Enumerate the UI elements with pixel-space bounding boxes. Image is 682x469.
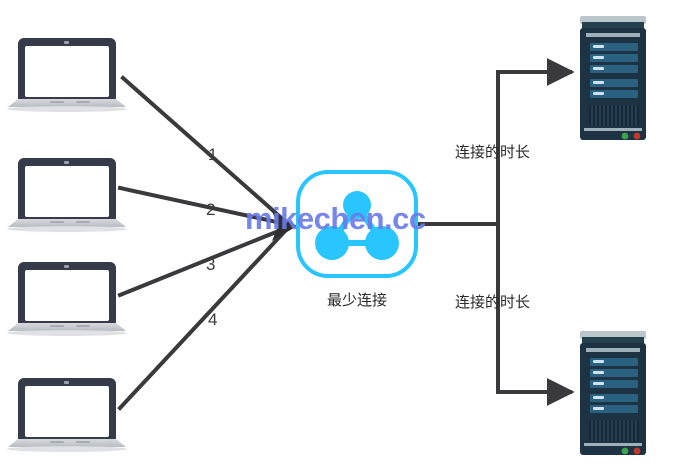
client-laptop-2 (7, 158, 127, 232)
server-bottom[interactable] (580, 331, 646, 455)
link-label-bottom: 连接的时长 (455, 294, 530, 311)
server-routing (418, 58, 575, 406)
edge-line-1 (120, 75, 289, 225)
edge-number-2: 2 (206, 200, 215, 219)
converge-arrow-icon (272, 211, 297, 241)
server-drive-bays (590, 43, 638, 98)
server-vents-icon (589, 420, 639, 441)
edge-number-4: 4 (208, 310, 217, 329)
balancer-label: 最少连接 (327, 292, 387, 309)
client-laptop-3 (7, 262, 127, 336)
edge-number-1: 1 (208, 145, 217, 164)
network-share-icon (315, 191, 399, 260)
watermark: mikechen.cc (245, 201, 426, 236)
edge-line-2 (117, 185, 289, 227)
server-led-red-icon (633, 447, 641, 455)
load-balancer-node[interactable] (296, 170, 418, 278)
client-edges (117, 75, 289, 411)
edge-line-3 (117, 225, 289, 298)
server-drive-bays (590, 358, 638, 413)
link-label-top: 连接的时长 (455, 144, 530, 161)
server-top[interactable] (580, 16, 646, 140)
client-laptop-4 (7, 378, 127, 452)
server-led-green-icon (621, 132, 629, 140)
edge-line-4 (117, 227, 289, 411)
edge-number-3: 3 (206, 255, 215, 274)
server-led-green-icon (621, 447, 629, 455)
server-vents-icon (589, 105, 639, 126)
server-led-red-icon (633, 132, 641, 140)
client-laptop-1 (7, 38, 127, 112)
